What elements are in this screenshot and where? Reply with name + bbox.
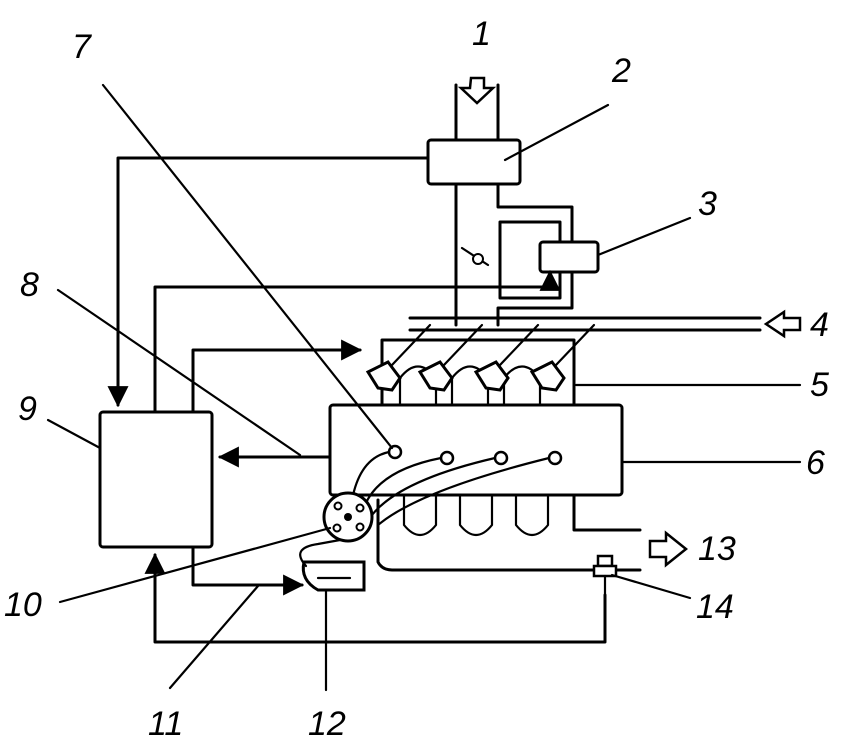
air-flow-meter (426, 138, 522, 186)
control-line-9-to-3 (153, 269, 561, 414)
fuel-rail (408, 309, 802, 339)
label-2: 2 (611, 52, 631, 90)
oxygen-sensor (592, 554, 618, 597)
intake-duct (454, 76, 500, 142)
fuel-inlet-arrow-icon (763, 309, 802, 339)
label-7: 7 (72, 28, 92, 66)
engine-block (328, 403, 624, 497)
leader-14 (610, 573, 692, 600)
leader-10 (58, 526, 332, 604)
label-3: 3 (698, 185, 717, 223)
exhaust-outlet-arrow-icon (648, 530, 689, 568)
injector-control-line (191, 339, 363, 414)
distributor (322, 491, 374, 543)
bypass-inner (498, 220, 562, 300)
label-10: 10 (4, 586, 42, 624)
idle-air-valve (538, 240, 600, 274)
electronic-control-unit (98, 410, 214, 549)
injector-3 (473, 360, 510, 392)
leader-8 (56, 288, 302, 457)
injectors (365, 323, 596, 392)
label-12: 12 (308, 705, 346, 743)
label-5: 5 (810, 366, 829, 404)
ignition-coil (299, 538, 366, 592)
leader-2 (503, 103, 610, 162)
label-9: 9 (18, 390, 37, 428)
leader-3 (596, 216, 692, 257)
label-8: 8 (20, 266, 39, 304)
injector-4 (529, 360, 566, 392)
leader-7 (101, 83, 394, 450)
leader-11 (168, 584, 260, 690)
throttle-valve (460, 246, 490, 267)
label-1: 1 (472, 15, 491, 53)
ignition-control-line (191, 545, 305, 596)
label-4: 4 (810, 306, 829, 344)
leader-lines (46, 83, 802, 692)
leader-9 (46, 418, 102, 450)
label-6: 6 (806, 444, 825, 482)
injector-1 (365, 360, 402, 392)
label-13: 13 (698, 530, 736, 568)
feedback-line-14-to-9 (144, 552, 607, 644)
label-14: 14 (696, 588, 734, 626)
signal-line-2-to-9 (107, 156, 430, 408)
label-11: 11 (148, 705, 183, 743)
injector-2 (417, 360, 454, 392)
exhaust-manifold (376, 493, 642, 572)
intake-arrow-icon (457, 76, 497, 105)
